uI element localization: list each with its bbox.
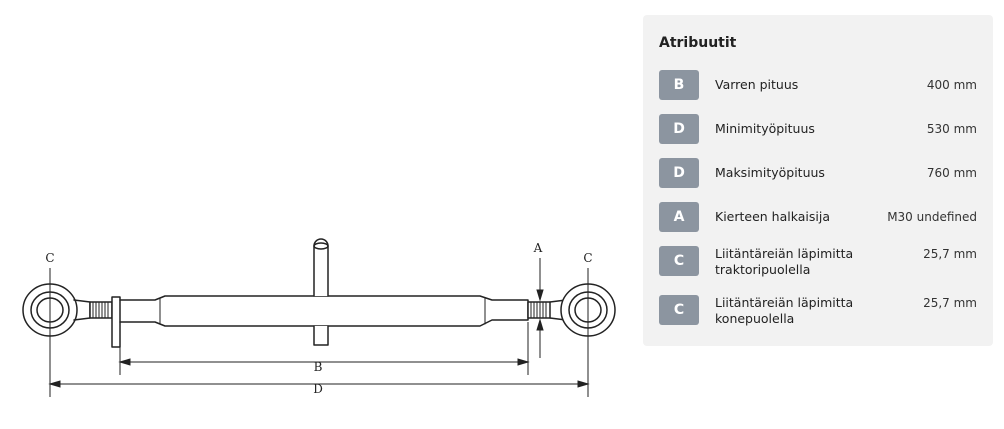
- top-link-technical-drawing: C C A B D: [22, 238, 616, 397]
- attribute-value: 25,7 mm: [923, 247, 977, 261]
- lever: [313, 238, 329, 346]
- attribute-code-badge: A: [659, 202, 699, 232]
- right-ball-joint: [549, 283, 616, 337]
- label-c-left: C: [45, 251, 54, 265]
- attribute-name: Maksimityöpituus: [715, 165, 825, 180]
- dimension-lines: [48, 258, 590, 397]
- attribute-code-badge: C: [659, 246, 699, 276]
- attribute-name: Liitäntäreiän läpimitta konepuolella: [715, 295, 854, 326]
- attribute-row: C Liitäntäreiän läpimitta traktoripuolel…: [659, 246, 977, 277]
- attribute-name: Minimityöpituus: [715, 121, 815, 136]
- attribute-row: C Liitäntäreiän läpimitta konepuolella 2…: [659, 295, 977, 326]
- attribute-name: Kierteen halkaisija: [715, 209, 831, 224]
- attribute-code-badge: C: [659, 295, 699, 325]
- attribute-code-badge: D: [659, 158, 699, 188]
- attribute-code-badge: D: [659, 114, 699, 144]
- right-thread: [527, 301, 551, 319]
- attribute-row: B Varren pituus 400 mm: [659, 70, 977, 100]
- attribute-row: D Minimityöpituus 530 mm: [659, 114, 977, 144]
- label-c-right: C: [583, 251, 592, 265]
- attributes-panel: Atribuutit B Varren pituus 400 mm D Mini…: [643, 15, 993, 346]
- attribute-value: 400 mm: [926, 78, 977, 92]
- attribute-value: 760 mm: [926, 166, 977, 180]
- attribute-value: 25,7 mm: [923, 296, 977, 310]
- left-ball-joint: [22, 283, 91, 337]
- label-a: A: [533, 241, 543, 255]
- attribute-row: A Kierteen halkaisija M30 undefined: [659, 202, 977, 232]
- top-link-svg: C C A B D: [22, 238, 616, 397]
- attributes-title: Atribuutit: [659, 35, 737, 51]
- attribute-name: Varren pituus: [715, 77, 799, 92]
- attribute-row: D Maksimityöpituus 760 mm: [659, 158, 977, 188]
- label-b: B: [314, 360, 323, 374]
- attribute-code-badge: B: [659, 70, 699, 100]
- attribute-value: M30 undefined: [887, 210, 977, 224]
- left-thread: [89, 301, 113, 319]
- attribute-value: 530 mm: [926, 122, 977, 136]
- label-d: D: [313, 382, 323, 396]
- attribute-name: Liitäntäreiän läpimitta traktoripuolella: [715, 246, 854, 277]
